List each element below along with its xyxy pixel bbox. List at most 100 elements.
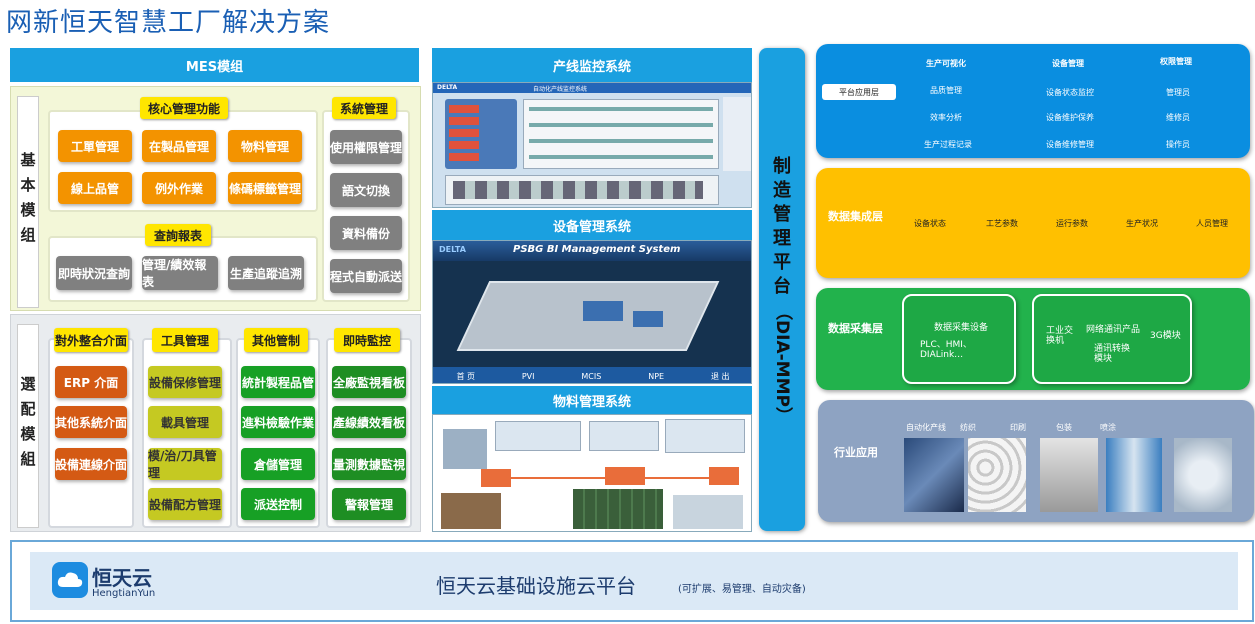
group1-item1: 品质管理 [930, 86, 962, 95]
cloud-logo-icon [52, 562, 88, 598]
screen2-tab-home[interactable]: 首 页 [456, 371, 475, 381]
integration-item-3: 运行参数 [1056, 219, 1088, 228]
permission-button[interactable]: 使用權限管理 [330, 130, 402, 164]
opt-col-2-title: 工具管理 [152, 328, 218, 352]
material-screenshot [432, 414, 752, 532]
group1-item3: 生产过程记录 [924, 140, 972, 149]
screen2-tab-mcis[interactable]: MCIS [581, 371, 602, 381]
basic-module-label: 基本模组 [17, 96, 39, 308]
trace-button[interactable]: 生產追蹤追溯 [228, 256, 304, 290]
screen2-tab-exit[interactable]: 退 出 [710, 371, 730, 381]
opt-col-3-title: 其他管制 [244, 328, 308, 352]
screen2-title: PSBG BI Management System [513, 244, 681, 255]
collection-box2-network: 网络通讯产品 [1086, 325, 1141, 335]
exception-button[interactable]: 例外作業 [142, 172, 216, 204]
collection-box-1 [902, 294, 1016, 384]
line-board-button[interactable]: 產線績效看板 [332, 406, 406, 438]
line-monitor-screenshot: DELTA 自动化产线监控系统 [432, 82, 752, 208]
collection-box1-title: 数据采集设备 [934, 323, 989, 333]
optional-module-label: 選配模組 [17, 324, 39, 528]
screen2-tab-npe[interactable]: NPE [648, 371, 665, 381]
cloud-platform-bar [30, 552, 1238, 610]
cloud-title: 恒天云基础设施云平台 [436, 574, 636, 598]
platform-char-3: 管 [773, 204, 791, 226]
industry-item-2: 纺织 [960, 423, 976, 432]
integration-item-2: 工艺参数 [986, 219, 1018, 228]
dispatch-control-button[interactable]: 派送控制 [241, 488, 315, 520]
work-order-button[interactable]: 工單管理 [58, 130, 132, 162]
collection-box-2 [1032, 294, 1192, 384]
platform-tail: （DIA-MMP） [772, 303, 792, 424]
integration-label: 数据集成层 [828, 210, 883, 223]
cloud-brand: 恒天云 [92, 566, 152, 590]
integration-item-4: 生产状况 [1126, 219, 1158, 228]
screen1-title: 自动化产线监控系统 [533, 86, 588, 93]
line-monitor-header: 产线监控系统 [432, 48, 752, 82]
group3-item2: 维修员 [1166, 113, 1190, 122]
alarm-button[interactable]: 警報管理 [332, 488, 406, 520]
platform-app-label: 平台应用层 [822, 84, 896, 100]
cloud-note: (可扩展、易管理、自动灾备) [678, 584, 806, 595]
manufacturing-platform-bar: 制 造 管 理 平 台 （DIA-MMP） [759, 48, 805, 531]
iqc-button[interactable]: 進料檢驗作業 [241, 406, 315, 438]
collection-box2-3g: 3G模块 [1150, 331, 1181, 341]
auto-dispatch-button[interactable]: 程式自動派送 [330, 259, 402, 293]
screen2-tab-pvi[interactable]: PVI [521, 371, 535, 381]
collection-box2-convert: 通讯转换模块 [1094, 344, 1131, 364]
backup-button[interactable]: 資料備份 [330, 216, 402, 250]
other-interface-button[interactable]: 其他系統介面 [55, 406, 127, 438]
industry-photo-textile [968, 438, 1026, 512]
measure-monitor-button[interactable]: 量測數據監視 [332, 448, 406, 480]
industry-item-3: 印刷 [1010, 423, 1026, 432]
integration-item-1: 设备状态 [914, 219, 946, 228]
tool-button[interactable]: 模/治/刀具管理 [148, 448, 222, 480]
platform-char-1: 制 [773, 156, 791, 178]
realtime-query-button[interactable]: 即時狀況查詢 [56, 256, 132, 290]
mes-header: MES模组 [10, 48, 419, 82]
screen2-brand: DELTA [439, 245, 466, 254]
online-qc-button[interactable]: 線上品管 [58, 172, 132, 204]
barcode-button[interactable]: 條碼標籤管理 [228, 172, 302, 204]
integration-layer [816, 168, 1250, 278]
wip-button[interactable]: 在製品管理 [142, 130, 216, 162]
group2-item3: 设备维修管理 [1046, 140, 1094, 149]
group1-item2: 效率分析 [930, 113, 962, 122]
carrier-button[interactable]: 載具管理 [148, 406, 222, 438]
opt-col-4-title: 即時監控 [334, 328, 400, 352]
system-title: 系統管理 [332, 97, 396, 119]
device-interface-button[interactable]: 設備連線介面 [55, 448, 127, 480]
platform-app-layer [816, 44, 1250, 158]
group3-item3: 操作员 [1166, 140, 1190, 149]
material-button[interactable]: 物料管理 [228, 130, 302, 162]
industry-photo-coating [1174, 438, 1232, 512]
group2-item2: 设备维护保养 [1046, 113, 1094, 122]
equipment-header: 设备管理系统 [432, 210, 752, 240]
collection-box1-sub2: DIALink… [920, 350, 964, 360]
industry-item-5: 喷涂 [1100, 423, 1116, 432]
cloud-brand-en: HengtianYun [92, 588, 156, 599]
spc-button[interactable]: 統計製程品管 [241, 366, 315, 398]
query-title: 查詢報表 [145, 224, 211, 246]
industry-item-1: 自动化产线 [906, 423, 946, 432]
warehouse-button[interactable]: 倉儲管理 [241, 448, 315, 480]
platform-char-5: 平 [773, 252, 791, 274]
core-function-title: 核心管理功能 [140, 97, 228, 119]
group2-item1: 设备状态监控 [1046, 88, 1094, 97]
platform-char-2: 造 [773, 180, 791, 202]
industry-label: 行业应用 [834, 446, 878, 459]
collection-box2-switch: 工业交换机 [1046, 326, 1074, 346]
group2-title: 设备管理 [1052, 59, 1084, 68]
group1-title: 生产可视化 [926, 59, 966, 68]
erp-interface-button[interactable]: ERP 介面 [55, 366, 127, 398]
platform-char-4: 理 [773, 228, 791, 250]
platform-char-6: 台 [773, 276, 791, 298]
collection-label: 数据采集层 [828, 322, 883, 335]
factory-board-button[interactable]: 全廠監視看板 [332, 366, 406, 398]
recipe-button[interactable]: 設備配方管理 [148, 488, 222, 520]
language-button[interactable]: 語文切換 [330, 173, 402, 207]
page-title: 网新恒天智慧工厂解决方案 [6, 8, 331, 38]
opt-col-1-title: 對外整合介面 [54, 328, 128, 352]
equip-maint-button[interactable]: 設備保修管理 [148, 366, 222, 398]
report-button[interactable]: 管理/績效報表 [142, 256, 218, 290]
industry-photo-auto-line [904, 438, 964, 512]
